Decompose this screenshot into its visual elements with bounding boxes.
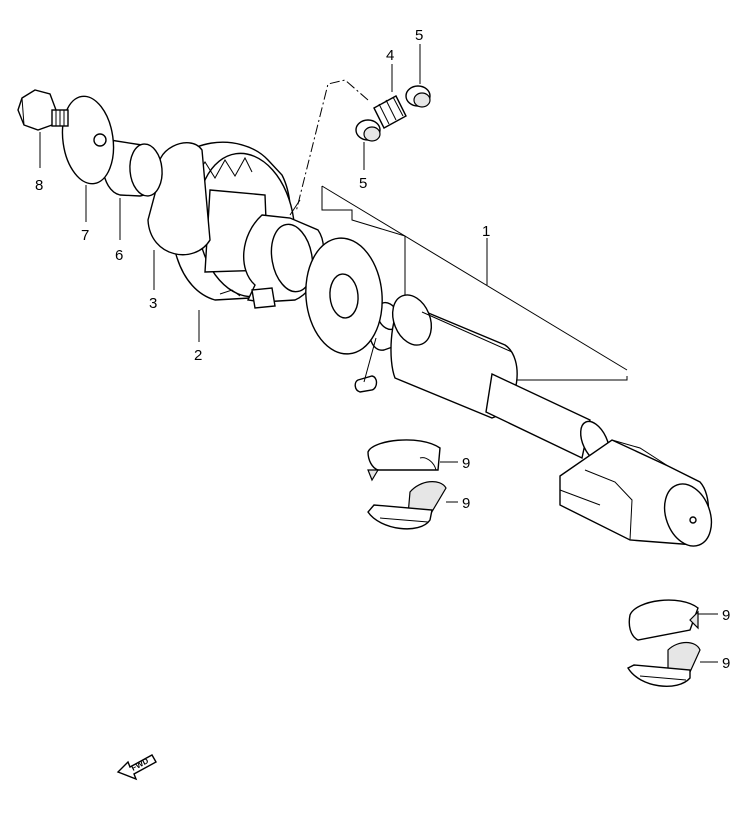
part-1-shaft [321, 185, 713, 547]
part-5-plug-lower [355, 119, 381, 142]
part-8-bolt [17, 89, 69, 131]
part-cam-collar [243, 199, 325, 309]
part-3-disc [147, 142, 211, 256]
fwd-arrow-badge: FWD [116, 754, 157, 781]
part-9-bearing-lower-a [367, 481, 447, 530]
part-washer-large [305, 237, 383, 355]
part-5-plug-upper [405, 85, 431, 108]
part-7-washer [61, 95, 115, 185]
callout-9a: 9 [462, 455, 470, 472]
callout-9d: 9 [722, 655, 730, 672]
callout-2: 2 [194, 347, 202, 364]
part-6-collar [101, 139, 163, 197]
callout-4: 4 [386, 47, 394, 64]
part-9-bearing-lower-b [627, 641, 701, 687]
part-9-bearing-upper-b [628, 599, 699, 641]
callout-7: 7 [81, 227, 89, 244]
part-4-spring [373, 95, 407, 129]
part-9-bearing-upper-a [367, 439, 441, 482]
callout-5-upper: 5 [415, 27, 423, 44]
callout-8: 8 [35, 177, 43, 194]
callout-3: 3 [149, 295, 157, 312]
callout-1: 1 [482, 223, 490, 240]
callout-5-lower: 5 [359, 175, 367, 192]
callout-9c: 9 [722, 607, 730, 624]
callout-9b: 9 [462, 495, 470, 512]
callout-6: 6 [115, 247, 123, 264]
